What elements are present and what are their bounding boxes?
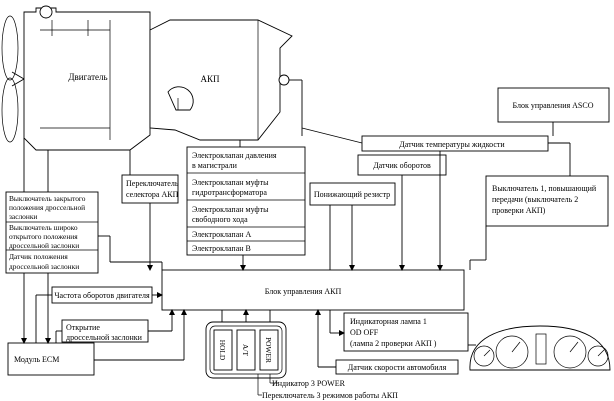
control-unit-label: Блок управления АКП (265, 287, 342, 296)
selector-switch-box (121, 174, 179, 204)
solenoid-stack-box (186, 146, 306, 256)
indicator-lamp-line-1: Индикаторная лампа 1 (350, 317, 427, 326)
throttle-wide-line-1: Выключатель широко (9, 223, 78, 232)
instrument-cluster-drawing (469, 325, 611, 371)
upshift-switch-line-2: передачи (выключатель 2 (492, 195, 578, 204)
throttle-stack-box (5, 191, 99, 274)
throttle-closed-line-2: положения дроссельной (9, 203, 85, 212)
throttle-opening-line-1: Открытие (66, 323, 100, 332)
control-unit-box (161, 269, 465, 311)
ecm-label: Модуль ЕСМ (14, 355, 59, 364)
upshift-switch-box (485, 175, 609, 227)
indicator-lamp-line-2: OD OFF (350, 328, 379, 337)
throttle-sensor-line-1: Датчик положения (9, 252, 68, 261)
throttle-wide-line-3: дроссельной заслонки (9, 241, 79, 250)
throttle-closed-line-1: Выключатель закрытого (9, 194, 86, 203)
upshift-switch-line-3: проверки АКП) (492, 206, 546, 215)
speed-sensor-label: Датчик оборотов (373, 161, 431, 170)
at-button (236, 329, 256, 371)
reducing-resistor-box (309, 182, 396, 206)
connections (21, 80, 571, 368)
hold-button (213, 329, 233, 371)
indicator-lamp-line-3: (лампа 2 проверки АКП ) (350, 339, 437, 348)
solenoid-line-pressure-1: Электроклапан давления (192, 151, 277, 160)
solenoid-b: Электроклапан В (192, 244, 251, 253)
throttle-wide-line-2: открытого положения (9, 232, 78, 241)
ecm-box (7, 342, 95, 376)
solenoid-line-pressure-2: в магистрали (192, 161, 238, 170)
throttle-closed-line-3: заслонки (9, 212, 37, 221)
solenoid-converter-1: Электроклапан муфты (192, 178, 269, 187)
indicator-power-label: Индикатор 3 POWER (272, 379, 346, 388)
selector-switch-line-2: селектора АКП (126, 190, 179, 199)
engine-label: Двигатель (68, 72, 107, 82)
reducing-resistor-label: Понижающий резистр (314, 190, 390, 199)
throttle-sensor-line-2: дроссельной заслонки (9, 262, 79, 271)
hold-label: HOLD (218, 340, 227, 361)
asco-unit-box (497, 87, 610, 123)
akp-label: АКП (200, 74, 220, 84)
vehicle-speed-sensor-label: Датчик скорости автомобиля (348, 363, 447, 372)
selector-switch-line-1: Переключатель (126, 179, 179, 188)
fluid-temp-sensor-box (361, 135, 549, 152)
throttle-opening-line-2: дроссельной заслонки (66, 333, 143, 342)
solenoid-freewheel-1: Электроклапан муфты (192, 205, 269, 214)
engine-rpm-label: Частота оборотов двигателя (54, 291, 150, 300)
mode-switch-label: Переключатель 3 режимов работы АКП (262, 391, 398, 400)
solenoid-converter-2: гидротрансформатора (192, 188, 267, 197)
at-label: A/T (241, 344, 250, 356)
indicator-lamp-box (343, 312, 469, 352)
asco-unit-label: Блок управления ASCO (513, 101, 594, 110)
fluid-temp-sensor-label: Датчик температуры жидкости (399, 140, 505, 149)
solenoid-freewheel-2: свободного хода (192, 215, 248, 224)
solenoid-a: Электроклапан А (192, 230, 252, 239)
power-button (259, 329, 279, 371)
upshift-switch-line-1: Выключатель 1, повышающий (492, 184, 597, 193)
power-label: POWER (264, 337, 273, 363)
engine-drawing (1, 5, 302, 151)
